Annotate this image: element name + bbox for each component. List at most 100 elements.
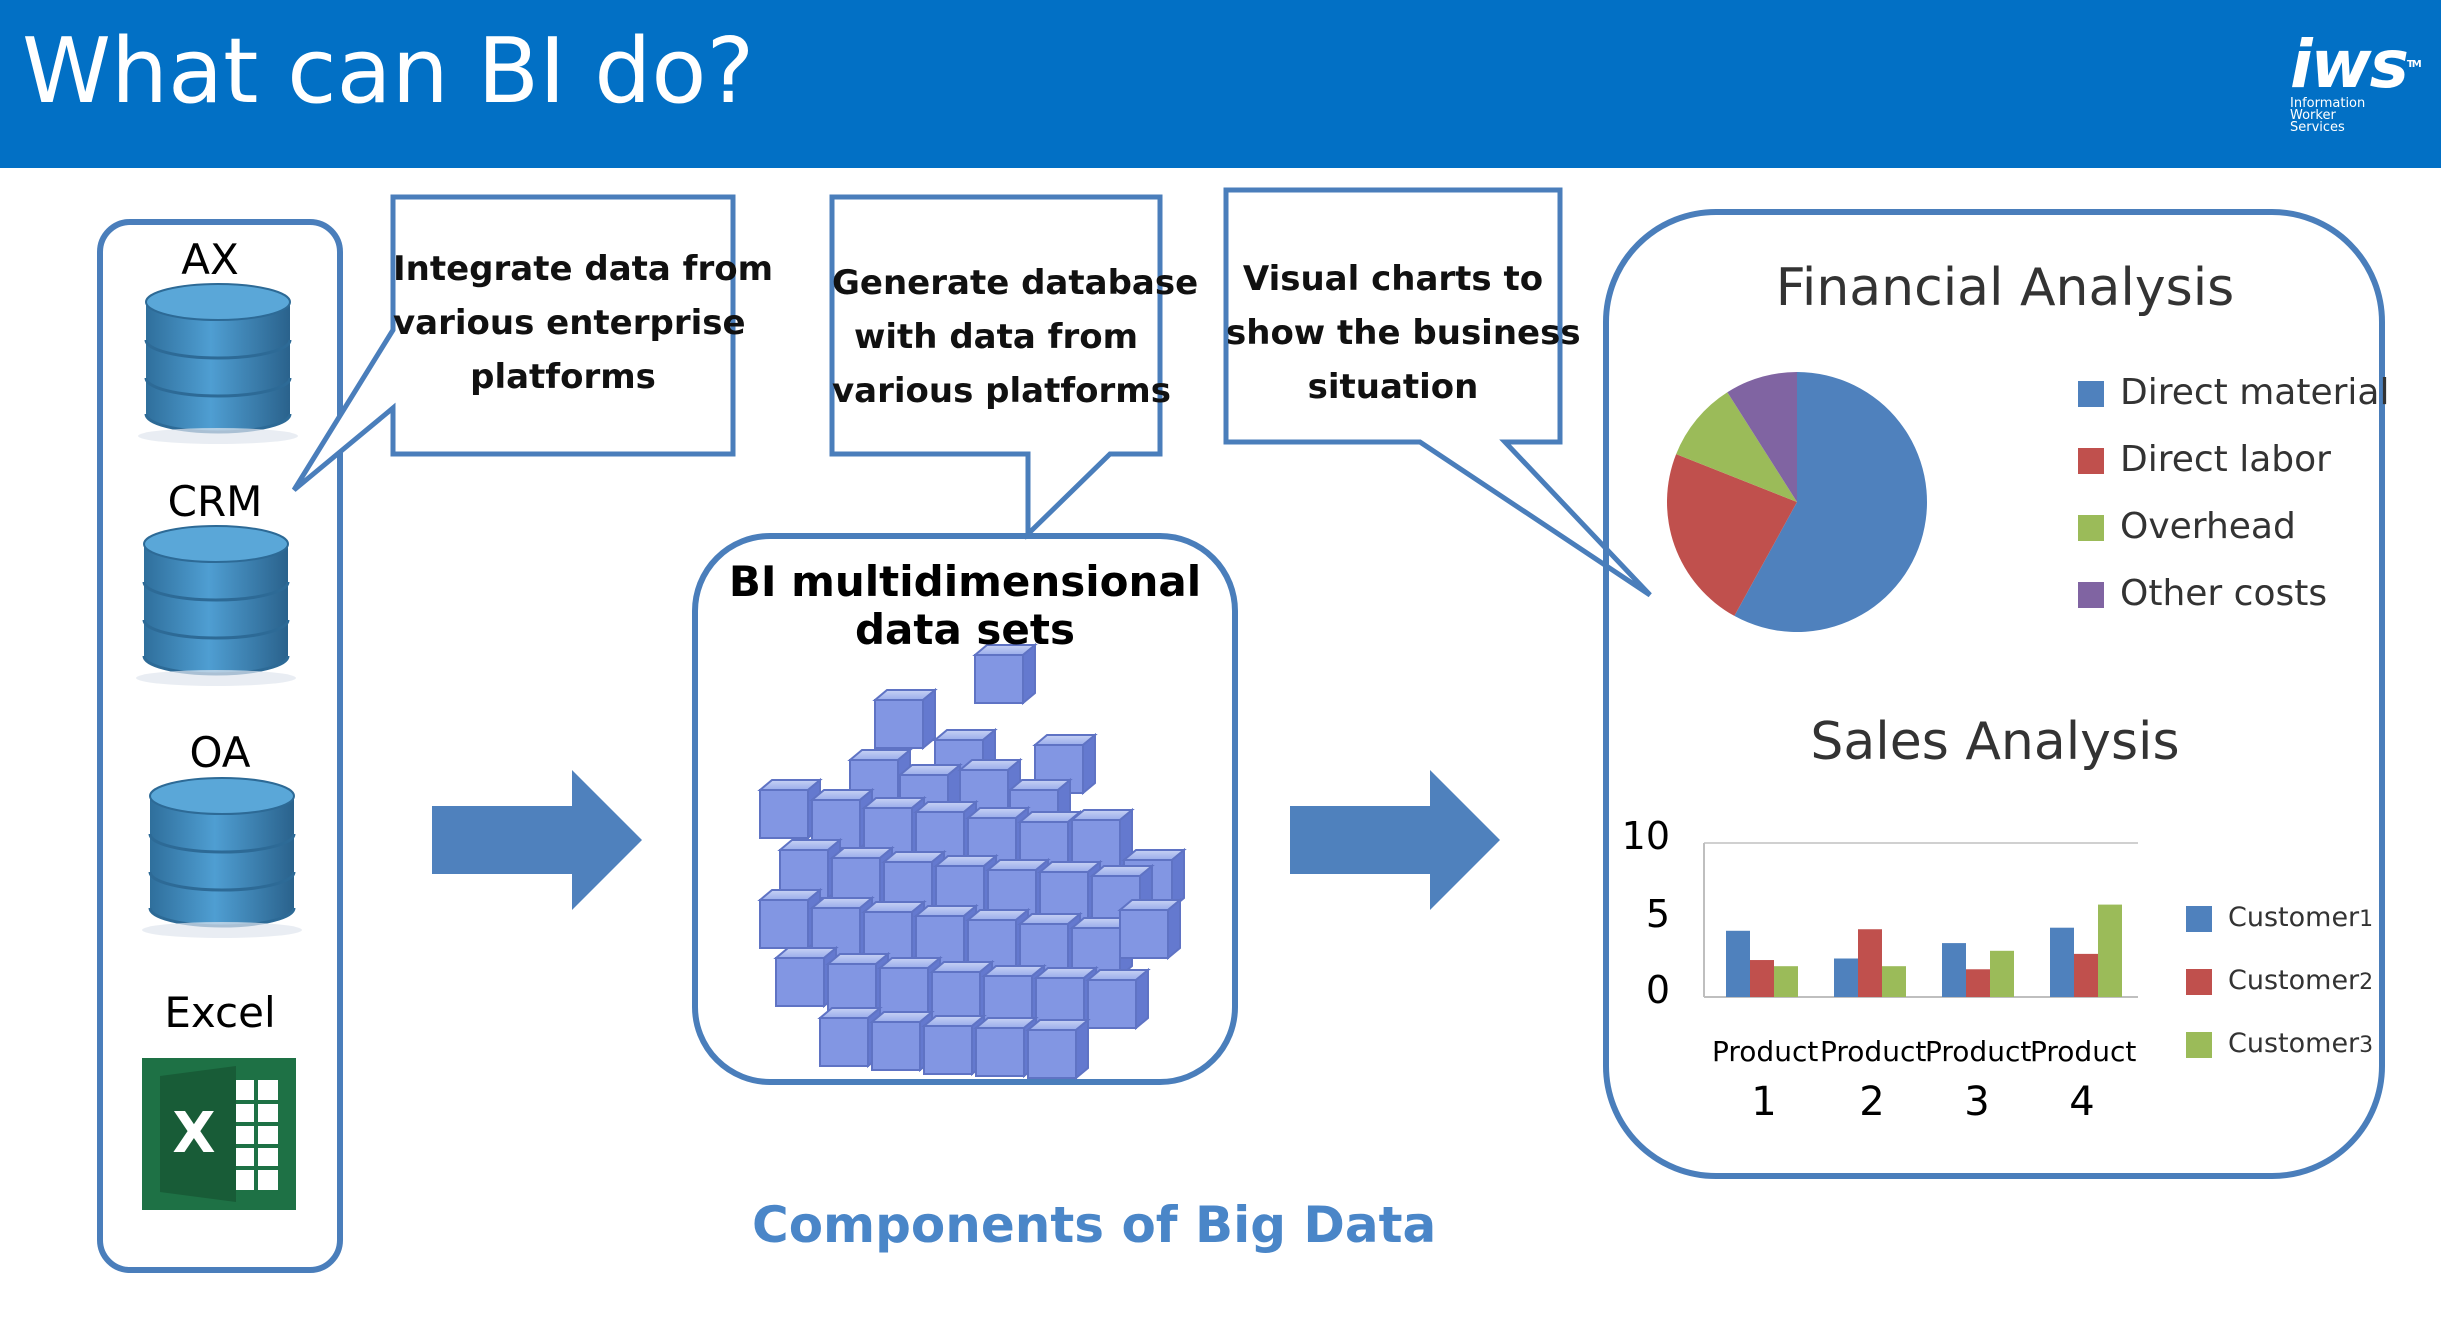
logo-line-1: Information — [2290, 96, 2366, 111]
category-number: 3 — [1964, 1079, 1990, 1125]
callout-1-text: Integrate data from various enterprise p… — [393, 242, 774, 404]
legend-swatch — [2078, 448, 2104, 474]
legend-suffix: 2 — [2359, 970, 2374, 995]
analysis-box — [1603, 209, 2385, 1179]
pie-legend-item: Direct material — [2078, 372, 2390, 439]
pie-legend-item: Other costs — [2078, 573, 2390, 640]
legend-suffix: 1 — [2359, 907, 2374, 932]
bar — [1834, 958, 1858, 997]
legend-swatch — [2186, 905, 2212, 932]
caption: Components of Big Data — [752, 1196, 1437, 1254]
arrow-right-1 — [432, 770, 642, 910]
pie-legend-item: Direct labor — [2078, 439, 2390, 506]
cube — [874, 689, 936, 749]
pie-slice — [1734, 372, 1928, 632]
logo-brand: iws — [2290, 26, 2409, 103]
bar — [1990, 950, 2014, 997]
source-label-crm: CRM — [167, 477, 263, 526]
legend-swatch — [2186, 1031, 2212, 1058]
legend-label: Direct material — [2120, 372, 2390, 413]
legend-label: Customer — [2228, 902, 2360, 933]
callout-3-line-3: situation — [1307, 367, 1479, 407]
legend-swatch — [2186, 968, 2212, 995]
bar — [1750, 960, 1774, 997]
pie-slice — [1666, 454, 1797, 616]
cube — [1027, 1019, 1089, 1079]
source-label-excel: Excel — [164, 988, 276, 1037]
excel-icon — [142, 1058, 296, 1210]
legend-swatch — [2078, 515, 2104, 541]
excel-icon-letter: X — [172, 1101, 216, 1166]
cube-cluster-icon — [759, 644, 1185, 1079]
source-label-oa: OA — [189, 728, 251, 777]
callout-2-line-2: with data from — [853, 317, 1139, 357]
bar-chart-title: Sales Analysis — [1810, 712, 2180, 772]
bar — [1966, 969, 1990, 997]
callout-3-line-2: show the business — [1226, 313, 1581, 353]
bar — [2074, 953, 2098, 997]
pie-slice — [1676, 392, 1797, 502]
database-icon-crm — [134, 524, 298, 688]
y-tick-label: 10 — [1621, 814, 1670, 858]
database-icon-oa — [140, 776, 304, 940]
bar — [1774, 966, 1798, 997]
category-prefix: Product — [1925, 1035, 2032, 1068]
callout-3-line-1: Visual charts to — [1242, 259, 1544, 299]
cube — [1087, 969, 1149, 1029]
legend-suffix: 3 — [2359, 1033, 2374, 1058]
callout-1-shape — [291, 194, 736, 492]
source-label-ax: AX — [181, 235, 239, 284]
legend-swatch — [2078, 381, 2104, 407]
category-number: 4 — [2069, 1079, 2095, 1125]
callout-1-line-3: platforms — [470, 357, 656, 397]
callout-2-line-3: various platforms — [832, 371, 1171, 411]
bar — [1882, 966, 1906, 997]
arrow-right-2 — [1290, 770, 1500, 910]
logo-line-3: Services — [2290, 120, 2345, 135]
callout-2-line-1: Generate database — [832, 263, 1199, 303]
y-tick-label: 0 — [1645, 968, 1670, 1012]
page-title: What can BI do? — [22, 19, 755, 124]
bar — [1726, 930, 1750, 997]
pie-legend: Direct material Direct labor Overhead Ot… — [2078, 372, 2390, 640]
category-prefix: Product — [2030, 1035, 2137, 1068]
category-prefix: Product — [1712, 1035, 1819, 1068]
callout-2-shape — [829, 194, 1163, 540]
legend-label: Customer — [2228, 965, 2360, 996]
pie-chart — [1666, 372, 1928, 632]
category-number: 2 — [1859, 1079, 1885, 1125]
x-category-label: Product 3 — [1925, 1034, 2032, 1134]
pie-legend-item: Overhead — [2078, 506, 2390, 573]
database-icon-ax — [136, 282, 300, 446]
cube — [1119, 899, 1181, 959]
legend-label: Direct labor — [2120, 439, 2331, 480]
legend-label: Other costs — [2120, 573, 2328, 614]
logo-tm: TM — [2406, 59, 2422, 70]
category-number: 1 — [1751, 1079, 1777, 1125]
bar-legend-item: Customer2 — [2186, 965, 2373, 1028]
bar-legend: Customer1 Customer2 Customer3 — [2186, 902, 2373, 1091]
sources-box — [97, 219, 343, 1273]
legend-swatch — [2078, 582, 2104, 608]
bar — [1858, 929, 1882, 997]
iws-logo: iwsTM Information Worker Services — [2290, 32, 2422, 147]
bar — [2050, 927, 2074, 997]
legend-label: Overhead — [2120, 506, 2296, 547]
bar — [1942, 943, 1966, 997]
x-category-label: Product 2 — [1820, 1034, 1927, 1134]
callout-3-shape — [1223, 187, 1652, 598]
pie-chart-title: Financial Analysis — [1775, 258, 2235, 318]
bar — [2098, 904, 2122, 997]
header-bar — [0, 0, 2441, 168]
category-prefix: Product — [1820, 1035, 1927, 1068]
callout-1-line-2: various enterprise — [393, 303, 746, 343]
bi-title-line-2: data sets — [854, 605, 1075, 654]
x-category-label: Product 4 — [2030, 1034, 2137, 1134]
callout-3-text: Visual charts to show the business situa… — [1226, 252, 1581, 414]
bi-box — [692, 533, 1238, 1085]
legend-label: Customer — [2228, 1028, 2360, 1059]
callout-1-line-1: Integrate data from — [393, 249, 774, 289]
callout-2-text: Generate database with data from various… — [832, 256, 1199, 418]
bi-title: BI multidimensional data sets — [715, 558, 1215, 654]
